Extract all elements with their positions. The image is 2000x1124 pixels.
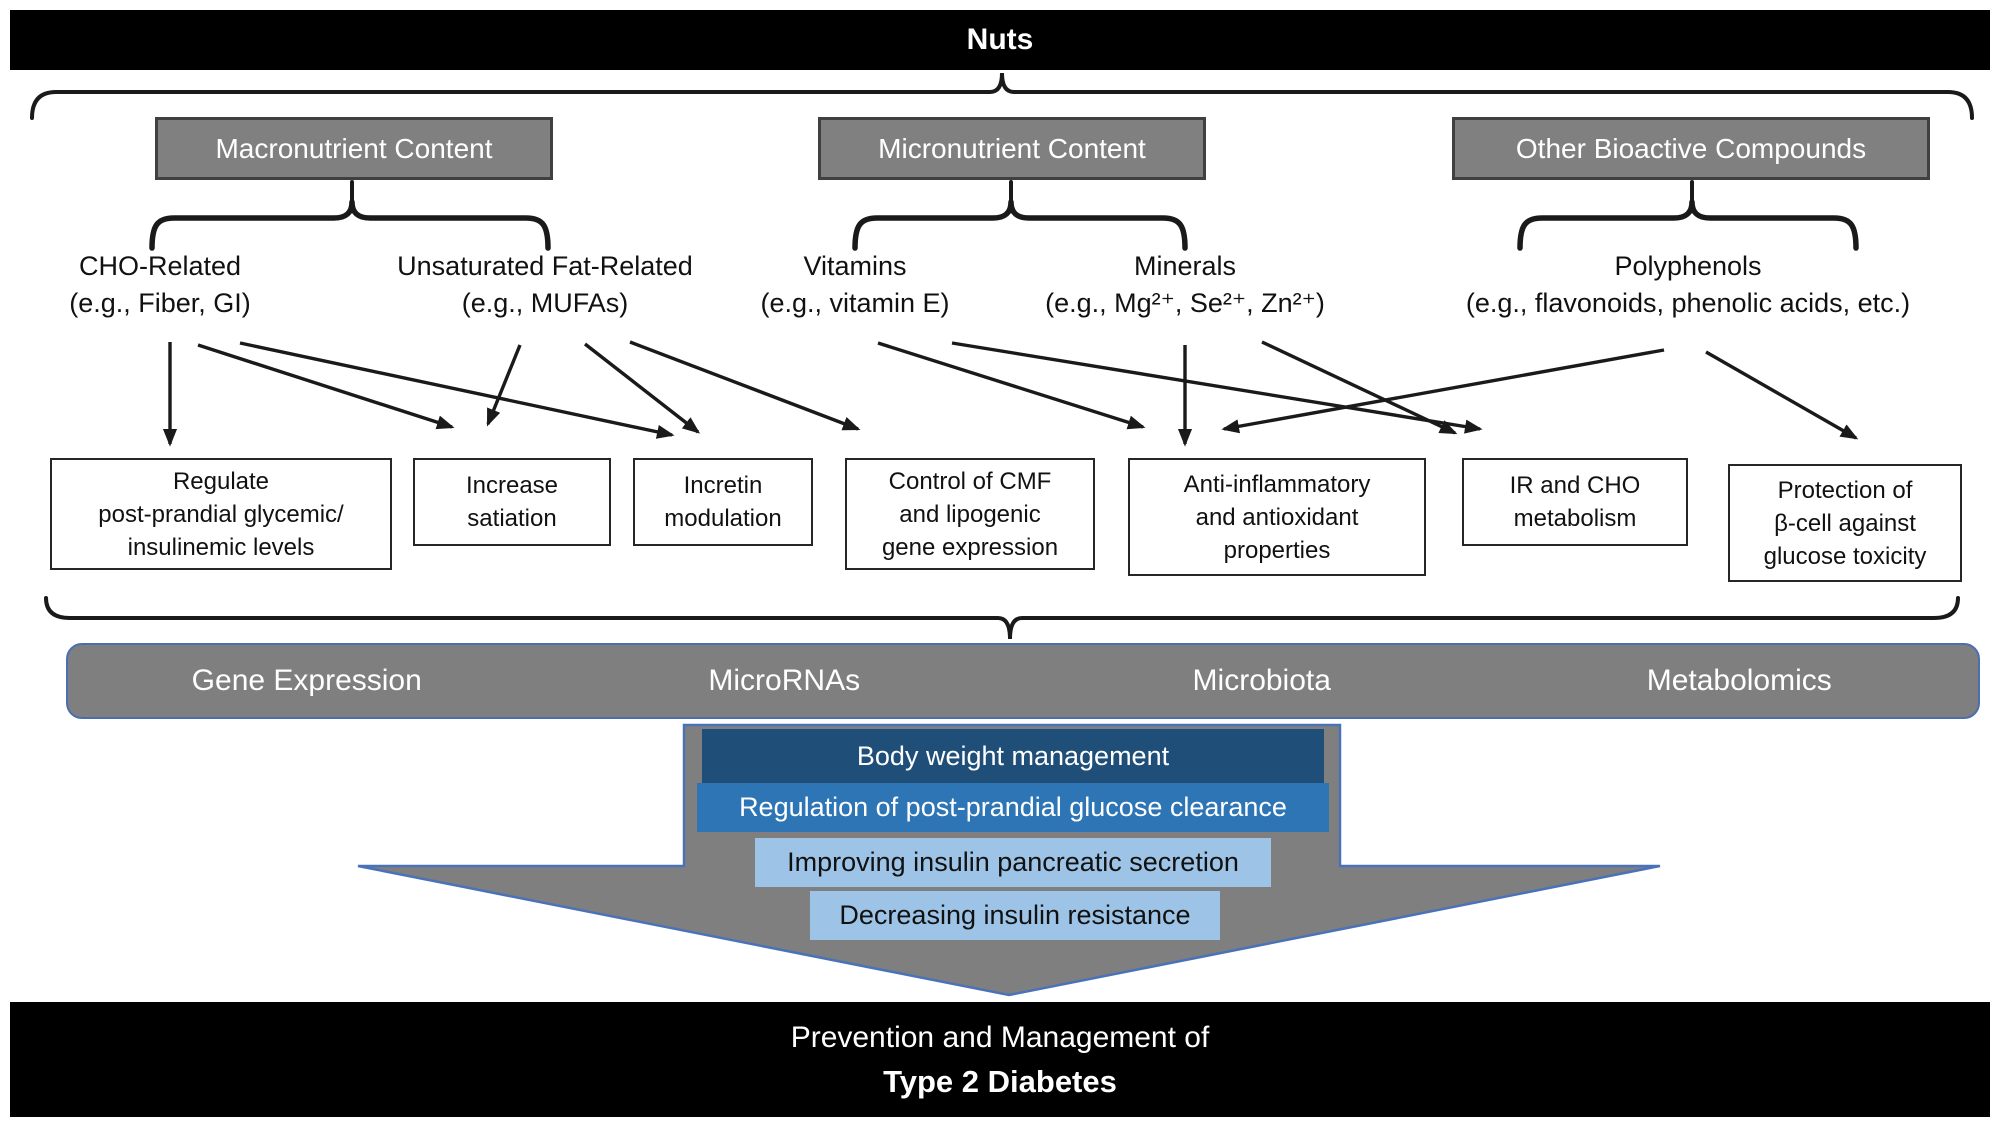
mechanism-line: insulinemic levels — [127, 533, 315, 561]
arrow-fat-to-cmf — [629, 340, 861, 431]
mechanism-line: Protection of — [1777, 476, 1913, 504]
omics-metabolomics: Metabolomics — [1646, 664, 1832, 697]
mechanism-box-incretin: Incretin modulation — [633, 458, 813, 546]
subcategory-name: Polyphenols — [1614, 251, 1762, 281]
arrow-cho-to-incretin — [239, 341, 675, 439]
mechanism-line: metabolism — [1513, 505, 1637, 532]
mechanism-line: IR and CHO — [1509, 472, 1641, 499]
subcategory-name: Unsaturated Fat-Related — [397, 251, 693, 281]
funnel-step-insulin-resistance: Decreasing insulin resistance — [810, 891, 1220, 940]
arrow-minerals-to-ir — [1261, 340, 1458, 435]
arrow-fat-to-satiation — [486, 344, 522, 427]
arrow-polyphenols-to-antiinfl — [1221, 348, 1665, 434]
subcategory-example: (e.g., Fiber, GI) — [69, 288, 251, 318]
category-box-bioactive: Other Bioactive Compounds — [1452, 117, 1930, 180]
funnel-step-body-weight: Body weight management — [702, 729, 1324, 783]
mechanism-box-glycemic: Regulate post-prandial glycemic/ insulin… — [50, 458, 392, 570]
arrow-polyphenols-to-betacell — [1705, 350, 1859, 440]
mechanism-line: and antioxidant — [1195, 503, 1359, 531]
subcategory-unsaturated-fat: Unsaturated Fat-Related (e.g., MUFAs) — [325, 248, 765, 322]
brace-micronutrient — [852, 199, 1188, 251]
page-title: Nuts — [966, 23, 1034, 56]
funnel-step-label: Body weight management — [856, 740, 1170, 771]
funnel-step-label: Decreasing insulin resistance — [839, 900, 1191, 930]
subcategory-example: (e.g., vitamin E) — [760, 288, 950, 318]
omics-gene-expression: Gene Expression — [191, 664, 422, 697]
mechanism-line: glucose toxicity — [1763, 542, 1927, 570]
outcome-line1: Prevention and Management of — [790, 1020, 1210, 1054]
omics-microbiota: Microbiota — [1192, 664, 1331, 697]
category-label: Macronutrient Content — [215, 132, 493, 164]
mechanism-line: properties — [1223, 536, 1331, 564]
subcategory-cho: CHO-Related (e.g., Fiber, GI) — [20, 248, 300, 322]
outcome-line2: Type 2 Diabetes — [883, 1063, 1117, 1099]
mechanism-box-satiation: Increase satiation — [413, 458, 611, 546]
category-label: Other Bioactive Compounds — [1515, 132, 1867, 164]
mechanism-line: Increase — [465, 472, 559, 499]
subcategory-name: Vitamins — [803, 251, 907, 281]
subcategory-example: (e.g., MUFAs) — [461, 288, 629, 318]
brace-bioactive — [1517, 199, 1859, 251]
arrow-fat-to-incretin — [583, 342, 701, 434]
subcategory-name: Minerals — [1133, 251, 1237, 281]
funnel-step-label: Improving insulin pancreatic secretion — [787, 847, 1239, 877]
subcategory-polyphenols: Polyphenols (e.g., flavonoids, phenolic … — [1398, 248, 1978, 322]
arrow-vitamins-to-ir — [951, 341, 1483, 434]
outcome-bar: Prevention and Management of Type 2 Diab… — [10, 1002, 1990, 1117]
mechanism-box-antiinflammatory: Anti-inflammatory and antioxidant proper… — [1128, 458, 1426, 576]
mechanism-line: Regulate — [172, 467, 270, 495]
funnel-step-glucose-clearance: Regulation of post-prandial glucose clea… — [697, 783, 1329, 832]
category-box-macronutrient: Macronutrient Content — [155, 117, 553, 180]
mechanism-line: Incretin — [683, 472, 763, 499]
subcategory-minerals: Minerals (e.g., Mg²⁺, Se²⁺, Zn²⁺) — [995, 248, 1375, 322]
subcategory-name: CHO-Related — [78, 251, 242, 281]
mechanism-box-ir-cho: IR and CHO metabolism — [1462, 458, 1688, 546]
mechanism-line: satiation — [467, 505, 557, 532]
funnel-step-label: Regulation of post-prandial glucose clea… — [739, 792, 1287, 822]
funnel-step-insulin-secretion: Improving insulin pancreatic secretion — [755, 838, 1271, 887]
arrow-cho-to-satiation — [197, 343, 455, 430]
arrow-vitamins-to-antiinfl — [877, 341, 1146, 430]
mechanism-box-betacell: Protection of β-cell against glucose tox… — [1728, 464, 1962, 582]
mechanism-line: β-cell against — [1774, 509, 1916, 537]
mechanism-line: and lipogenic — [899, 500, 1041, 528]
mechanism-line: Anti-inflammatory — [1183, 470, 1371, 498]
mechanism-line: post-prandial glycemic/ — [98, 500, 344, 528]
bottom-bracket — [44, 596, 1960, 640]
mechanism-box-cmf: Control of CMF and lipogenic gene expres… — [845, 458, 1095, 570]
mechanism-line: gene expression — [881, 533, 1059, 561]
category-label: Micronutrient Content — [878, 132, 1146, 164]
subcategory-example: (e.g., flavonoids, phenolic acids, etc.) — [1465, 288, 1911, 318]
title-bar: Nuts — [10, 10, 1990, 70]
category-box-micronutrient: Micronutrient Content — [818, 117, 1206, 180]
mechanism-line: modulation — [664, 505, 782, 532]
omics-micrornas: MicroRNAs — [708, 664, 861, 697]
subcategory-example: (e.g., Mg²⁺, Se²⁺, Zn²⁺) — [1045, 288, 1325, 318]
subcategory-vitamins: Vitamins (e.g., vitamin E) — [695, 248, 1015, 322]
omics-bar: Gene Expression MicroRNAs Microbiota Met… — [66, 643, 1980, 719]
brace-macronutrient — [149, 199, 551, 251]
mechanism-line: Control of CMF — [888, 467, 1052, 495]
top-bracket — [30, 72, 1974, 120]
